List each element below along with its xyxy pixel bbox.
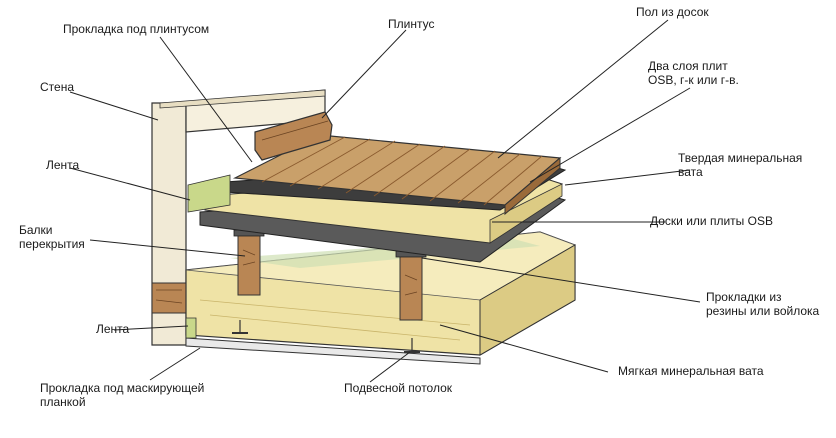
label-joists: Балки перекрытия: [19, 223, 85, 251]
label-suspended-ceiling: Подвесной потолок: [344, 381, 453, 395]
label-hard-mineral-wool: Твердая минеральная вата: [678, 151, 803, 179]
label-boards-osb: Доски или плиты OSB: [650, 214, 773, 228]
label-baseboard-pad: Прокладка под плинтусом: [63, 22, 210, 36]
label-tape-bottom: Лента: [96, 322, 130, 336]
baseboard: [254, 111, 333, 161]
label-rubber-pads: Прокладки из резины или войлока: [706, 290, 820, 318]
suspended-ceiling: [185, 320, 481, 365]
label-wall: Стена: [40, 80, 75, 94]
label-soft-mineral-wool: Мягкая минеральная вата: [618, 364, 764, 378]
label-strip-pad: Прокладка под маскирующей планкой: [40, 381, 205, 409]
label-plank-floor: Пол из досок: [636, 5, 709, 19]
label-baseboard: Плинтус: [388, 17, 435, 31]
leader-lines: [69, 19, 701, 383]
label-tape-top: Лента: [46, 158, 80, 172]
label-osb-layers: Два слоя плит OSB, г-к или г-в.: [648, 59, 739, 87]
